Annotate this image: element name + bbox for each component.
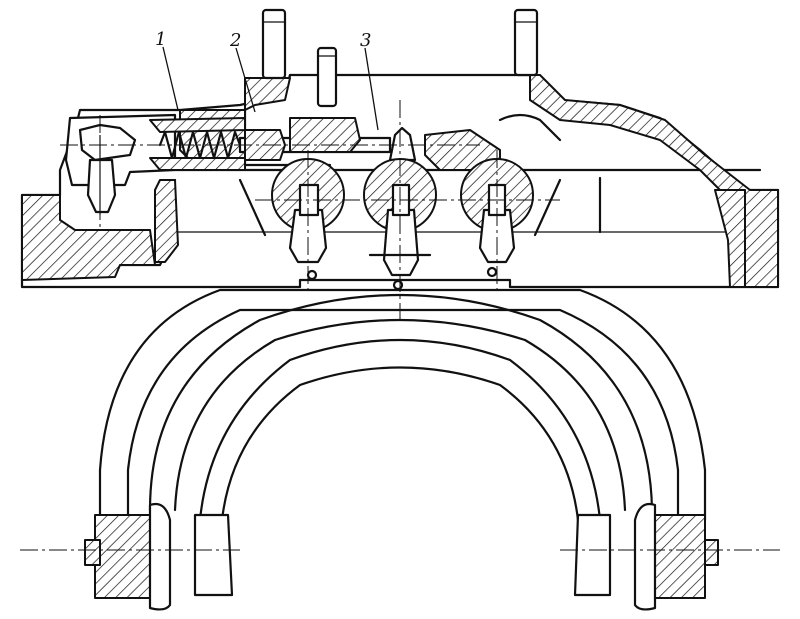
callout-3: 3 — [360, 30, 379, 131]
stud-middle — [316, 46, 338, 108]
shift-forks — [84, 288, 719, 611]
callout-label-2: 2 — [229, 30, 241, 51]
spring — [158, 130, 242, 160]
callout-label-1: 1 — [155, 29, 166, 50]
callout-label-3: 3 — [360, 30, 371, 51]
shift-rods — [271, 158, 534, 291]
callout-2: 2 — [229, 30, 256, 113]
callout-1: 1 — [155, 29, 179, 111]
center-detent — [388, 126, 501, 171]
center-lines — [20, 100, 780, 551]
lock-pin — [289, 117, 361, 153]
stud-right — [513, 8, 539, 77]
stud-left — [261, 8, 287, 80]
stud-bolts — [261, 8, 539, 108]
